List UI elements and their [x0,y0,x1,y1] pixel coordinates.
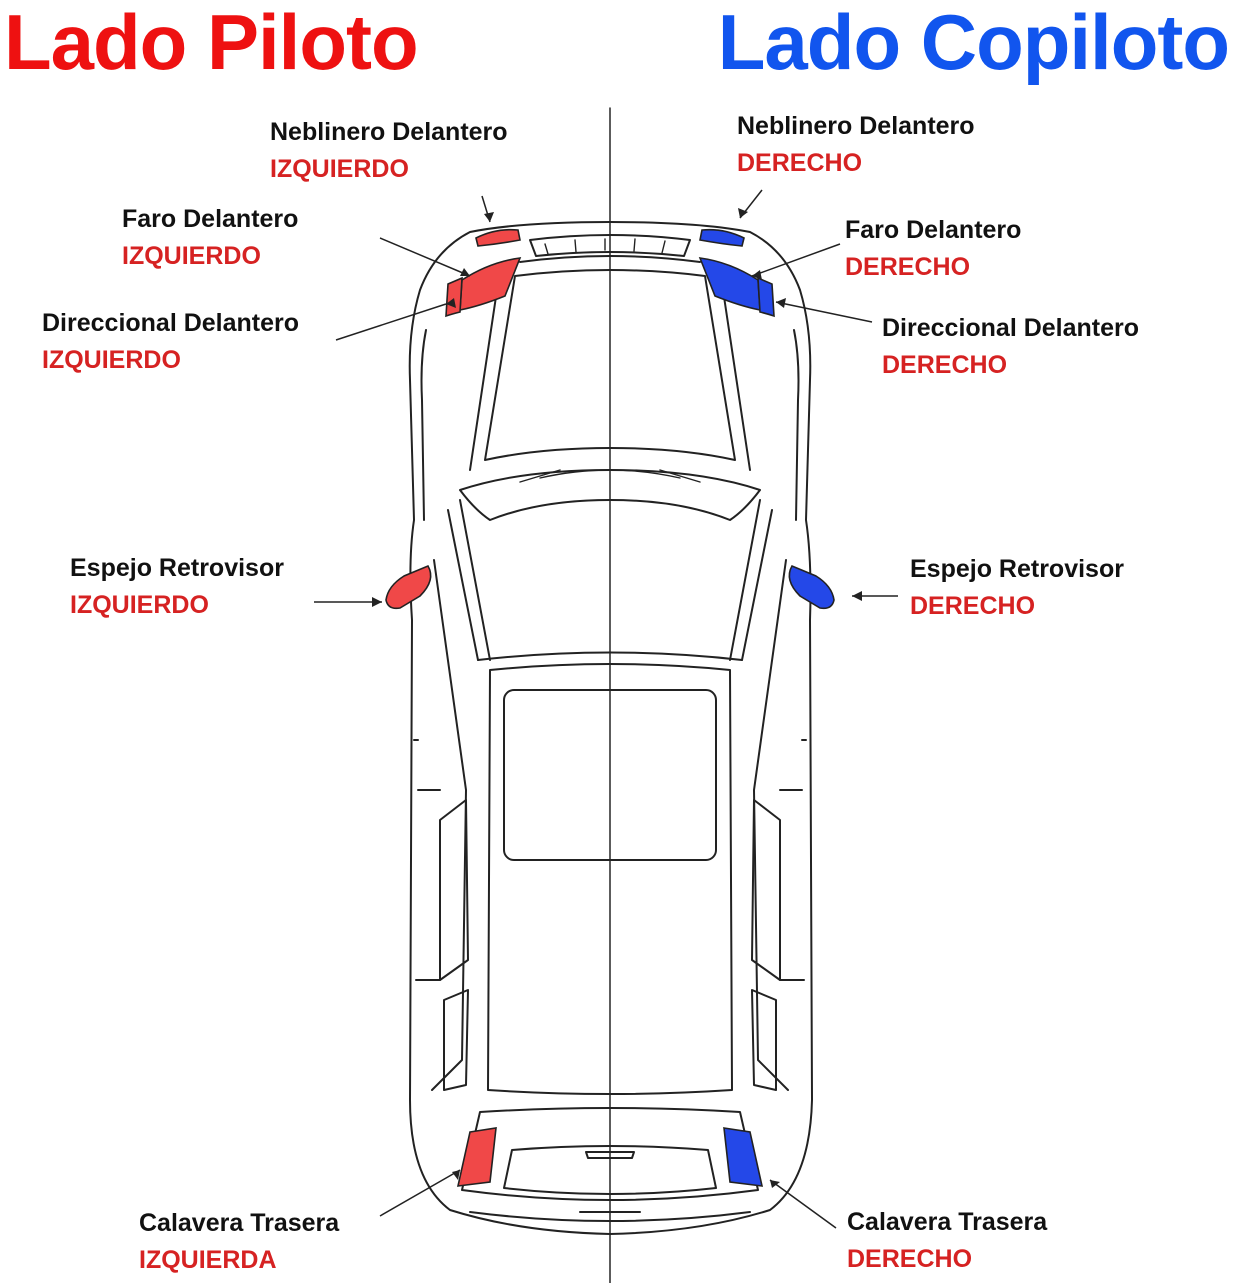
label-side: IZQUIERDO [70,591,209,619]
label-right-headlight: Faro Delantero DERECHO [845,212,1021,286]
label-name: Neblinero Delantero [270,118,508,146]
label-side: DERECHO [847,1245,973,1273]
label-name: Faro Delantero [845,216,1022,244]
left-turn-signal-part [445,276,463,318]
label-side: DERECHO [882,351,1008,379]
leader-left-turn [335,303,447,341]
leader-left-headlight [379,237,471,277]
label-right-fog-light: Neblinero Delantero DERECHO [737,108,975,182]
label-side: IZQUIERDO [270,155,409,183]
left-fog-light-part [475,228,521,247]
leader-right-turn [775,301,873,323]
label-side: IZQUIERDO [122,242,261,270]
left-tail-light-part [456,1127,497,1187]
leader-right-tail [769,1179,837,1229]
label-left-fog-light: Neblinero Delantero IZQUIERDO [270,114,508,188]
label-left-headlight: Faro Delantero IZQUIERDO [122,201,298,275]
label-side: DERECHO [737,149,863,177]
label-name: Espejo Retrovisor [70,554,284,582]
roof [487,663,733,1095]
label-name: Neblinero Delantero [737,112,975,140]
title-lado-copiloto: Lado Copiloto [717,0,1230,86]
label-left-tail-light: Calavera Trasera IZQUIERDA [139,1205,339,1279]
label-side: DERECHO [910,592,1036,620]
label-left-turn-signal: Direccional Delantero IZQUIERDO [42,305,299,379]
sunroof [503,689,717,861]
front-grille [529,234,691,257]
label-side: IZQUIERDA [139,1246,277,1274]
leader-right-headlight [751,243,841,277]
label-name: Calavera Trasera [139,1209,340,1237]
car-body-outline [408,221,813,1235]
left-mirror-part [385,564,432,610]
leader-left-tail [379,1169,461,1217]
label-name: Direccional Delantero [42,309,300,337]
label-name: Espejo Retrovisor [910,555,1124,583]
label-left-mirror: Espejo Retrovisor IZQUIERDO [70,550,284,624]
label-name: Direccional Delantero [882,314,1140,342]
label-name: Faro Delantero [122,205,299,233]
title-lado-piloto: Lado Piloto [4,0,419,86]
label-right-turn-signal: Direccional Delantero DERECHO [882,310,1139,384]
label-side: IZQUIERDO [42,346,181,374]
right-tail-light-part [723,1127,764,1187]
label-right-mirror: Espejo Retrovisor DERECHO [910,551,1124,625]
right-fog-light-part [699,228,745,247]
left-headlight-part [459,257,522,311]
label-name: Calavera Trasera [847,1208,1048,1236]
rear-window [503,1145,717,1195]
right-turn-signal-part [757,276,775,318]
label-side: DERECHO [845,253,971,281]
hood [484,269,736,461]
rear-hatch [461,1107,759,1201]
label-right-tail-light: Calavera Trasera DERECHO [847,1204,1047,1278]
right-mirror-part [788,564,835,610]
